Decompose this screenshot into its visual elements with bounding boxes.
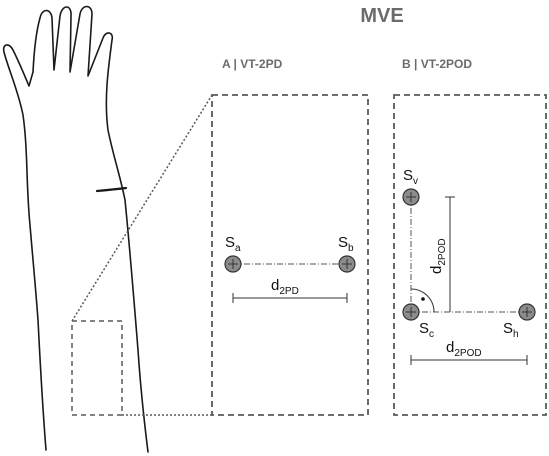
panel-a: A | VT-2PD Sa Sb d2PD [211,57,369,416]
sensor-h [518,303,536,321]
sensor-b [338,255,356,273]
sensor-a [224,255,242,273]
right-angle-dot [421,297,425,301]
panel-a-frame [211,94,369,416]
label-sc: Sc [419,320,434,340]
panel-b-frame [393,94,547,416]
distance-bracket-vertical [445,196,455,312]
panel-b-title: B | VT-2POD [402,57,472,71]
label-d2pod-vertical: d2POD [428,238,448,274]
sensor-v [402,188,420,206]
label-sv: Sv [403,167,418,187]
panel-b: B | VT-2POD Sv Sc Sh [393,57,547,416]
label-sb: Sb [338,234,354,254]
label-sh: Sh [503,320,519,340]
right-angle-marker [410,288,435,313]
zoom-connector-lines [71,94,213,416]
distance-bracket-horizontal [410,355,528,365]
label-d2pd: d2PD [271,277,299,297]
distance-bracket-2pd [232,293,348,303]
forearm-sensor-area [71,320,123,416]
figure-title: MVE [360,5,403,27]
label-sa: Sa [225,234,241,254]
panel-a-title: A | VT-2PD [222,57,283,71]
sensor-c [402,303,420,321]
label-d2pod-horizontal: d2POD [446,339,482,359]
arm-hand-outline [2,5,149,453]
